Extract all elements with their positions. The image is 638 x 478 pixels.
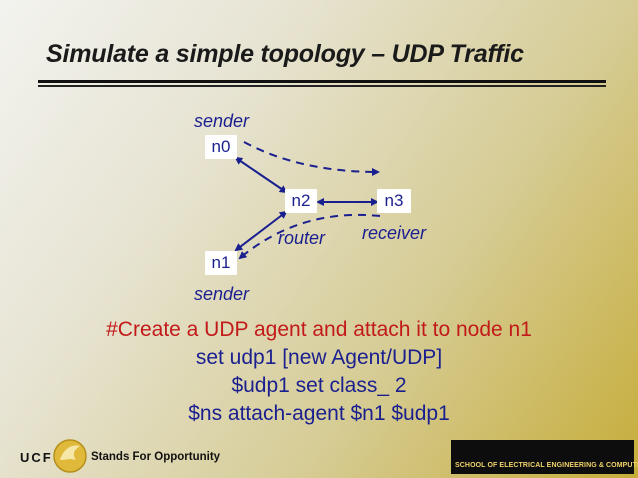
link-n1-n2 bbox=[234, 210, 288, 252]
code-block: #Create a UDP agent and attach it to nod… bbox=[0, 316, 638, 428]
title-rule-thick bbox=[38, 80, 606, 83]
node-n3: n3 bbox=[377, 189, 411, 213]
label-router: router bbox=[278, 228, 326, 248]
node-n1: n1 bbox=[205, 251, 237, 275]
node-n2: n2 bbox=[285, 189, 317, 213]
label-sender-n1: sender bbox=[194, 284, 250, 304]
pegasus-logo-icon bbox=[53, 439, 87, 473]
title-rule-thin bbox=[38, 85, 606, 87]
flow-n0-n3 bbox=[243, 141, 380, 176]
code-line-3: $ns attach-agent $n1 $udp1 bbox=[188, 402, 450, 425]
slogan: Stands For Opportunity bbox=[91, 451, 221, 463]
link-n0-n2 bbox=[234, 156, 288, 194]
code-line-2: $udp1 set class_ 2 bbox=[231, 374, 407, 397]
label-receiver: receiver bbox=[362, 223, 427, 243]
school-banner: SCHOOL OF ELECTRICAL ENGINEERING & COMPU… bbox=[451, 440, 638, 474]
label-sender-n0: sender bbox=[194, 111, 250, 131]
code-comment: #Create a UDP agent and attach it to nod… bbox=[106, 318, 532, 341]
slide-title: Simulate a simple topology – UDP Traffic bbox=[46, 40, 524, 68]
code-line-1: set udp1 [new Agent/UDP] bbox=[195, 346, 443, 369]
ucf-logo-text: UCF bbox=[20, 450, 53, 465]
flow-n3-n1 bbox=[238, 213, 381, 260]
node-n0: n0 bbox=[205, 135, 237, 159]
